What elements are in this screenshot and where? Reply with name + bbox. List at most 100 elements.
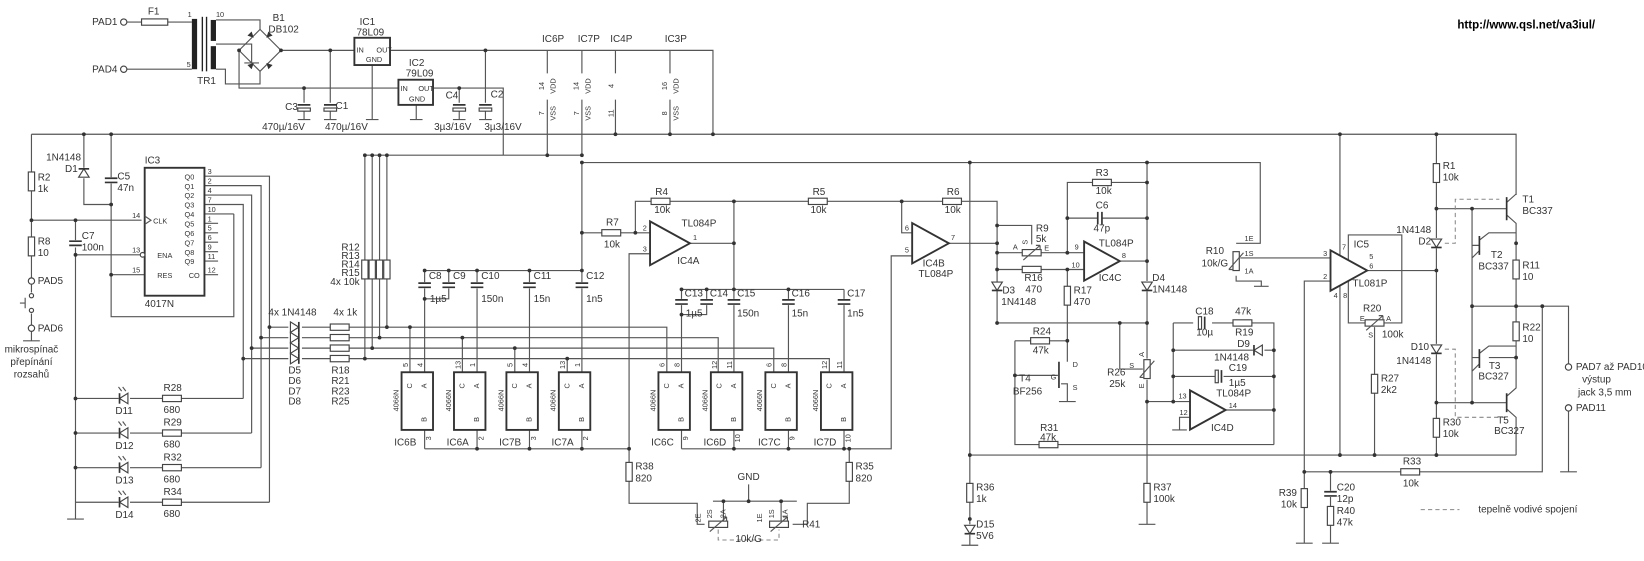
- label-parts-ic2-pins-0: IN: [401, 84, 408, 93]
- junction-dot: [580, 268, 584, 273]
- label-pads-pad7: PAD7 až PAD10: [1576, 362, 1644, 373]
- potentiometer-r10-wiper-icon: [1228, 252, 1244, 271]
- label-parts-ic4d-pins-2: 14: [1229, 401, 1237, 410]
- label-parts-d10-ref: D10: [1411, 342, 1430, 353]
- label-parts-r33-ref: R33: [1403, 457, 1422, 468]
- label-parts-ic3-output_pins-6: 5: [208, 224, 212, 233]
- pad-pad11-terminal[interactable]: [1564, 404, 1573, 412]
- label-parts-r17-value: 470: [1074, 297, 1091, 308]
- label-parts-r31-ref: R31: [1040, 423, 1059, 434]
- potentiometer-r41a-wiper-icon: [709, 516, 728, 533]
- label-parts-d4-ref: D4: [1152, 273, 1165, 284]
- resistor-r4: [650, 197, 671, 206]
- junction-dot: [995, 267, 999, 272]
- label-parts-r20-ref: R20: [1363, 303, 1382, 314]
- label-parts-sw4066_letters-2: B: [784, 417, 793, 422]
- label-parts-leds-0-ref: D11: [115, 406, 133, 417]
- label-parts-b1-ref: B1: [273, 13, 286, 24]
- label-parts-r35-value: 820: [856, 473, 873, 484]
- label-parts-d15-value: 5V6: [976, 531, 994, 542]
- capacitor-c5: [104, 177, 118, 184]
- junction-dot: [241, 356, 246, 361]
- analog-switch-ic6b: [400, 371, 434, 431]
- label-parts-leds-0-r_value: 680: [164, 405, 181, 416]
- label-pads-pad1: PAD1: [92, 17, 118, 28]
- junction-dot: [1272, 374, 1276, 379]
- pad-pad4-terminal[interactable]: [119, 65, 128, 73]
- potentiometer-r9-wiper-icon: [1022, 244, 1041, 261]
- switch-contact[interactable]: [28, 293, 35, 299]
- fuse-f1: [140, 18, 169, 26]
- label-supply-ic7p-vss: 7: [572, 111, 581, 115]
- junction-dot: [1514, 241, 1518, 246]
- junction-dot: [362, 356, 367, 361]
- junction-dot: [545, 153, 550, 158]
- resistor-r5: [807, 197, 828, 206]
- label-parts-r4-ref: R4: [655, 187, 668, 198]
- junction-dot: [1145, 399, 1149, 404]
- label-parts-res_4x-refs-3: R25: [331, 397, 350, 408]
- label-supply-vss_label: VSS: [549, 106, 558, 121]
- pad-pad1-terminal[interactable]: [119, 18, 128, 26]
- resistor-r7: [601, 229, 622, 237]
- label-parts-sw4066_value: 4066N: [391, 390, 400, 412]
- label-parts-c8-ref: C8: [429, 271, 442, 282]
- label-parts-sw4066_letters-0: C: [769, 383, 778, 389]
- label-parts-r10-pins-0: 1E: [1245, 234, 1254, 243]
- label-url[interactable]: http://www.qsl.net/va3iul/: [1457, 19, 1596, 31]
- pad-pad5-terminal[interactable]: [27, 277, 36, 285]
- junction-dot: [73, 252, 78, 257]
- junction-dot: [73, 218, 78, 223]
- junction-dot: [73, 465, 78, 470]
- label-parts-r37-ref: R37: [1153, 483, 1172, 494]
- label-parts-t1-ref: T1: [1522, 194, 1534, 205]
- diode-d1: [77, 167, 91, 178]
- label-parts-c19-ref: C19: [1229, 363, 1248, 374]
- label-parts-r5-value: 10k: [810, 205, 826, 216]
- label-parts-ic5-pins-0: 3: [1323, 249, 1327, 258]
- label-parts-ic3-outputs-6: Q6: [185, 229, 195, 238]
- analog-switch-ic7b: [505, 371, 539, 431]
- label-parts-c18-value: 10µ: [1196, 328, 1213, 339]
- label-parts-r9-pins-1: E: [1044, 244, 1049, 253]
- resistor-r21: [329, 333, 350, 342]
- diode-d2: [1430, 238, 1443, 249]
- junction-dot: [1145, 321, 1149, 325]
- label-parts-diodes_4x-refs-2: D7: [288, 386, 301, 397]
- switch-contact[interactable]: [28, 307, 35, 314]
- junction-dot: [460, 335, 465, 340]
- label-parts-r9-value: 5k: [1036, 234, 1047, 245]
- label-parts-r19-value: 47k: [1235, 307, 1251, 318]
- label-parts-t4-pins-2: S: [1073, 383, 1078, 392]
- label-parts-ic3-output_pins-7: 6: [208, 233, 212, 242]
- label-parts-ic3-output_pins-1: 2: [208, 177, 212, 186]
- label-notes-switch-1: přepínání: [10, 357, 52, 368]
- junction-dot: [422, 268, 427, 273]
- label-parts-r36-value: 1k: [976, 494, 987, 505]
- pad-pad7-terminal[interactable]: [1564, 363, 1573, 371]
- label-parts-t2-ref: T2: [1491, 250, 1503, 261]
- label-parts-d2-ref: D2: [1418, 236, 1431, 247]
- label-parts-ic4c-value: TL084P: [1099, 238, 1134, 249]
- label-parts-ic3-output_pins-5: 1: [208, 214, 212, 223]
- label-notes-thermal_legend: tepelně vodivé spojení: [1478, 505, 1577, 516]
- label-parts-ic4d-pins-1: 12: [1180, 408, 1188, 417]
- junction-dot: [1272, 348, 1276, 353]
- label-parts-c1-ref: C1: [336, 101, 349, 112]
- junction-dot: [1470, 400, 1474, 405]
- label-parts-r1-value: 10k: [1443, 172, 1459, 183]
- label-parts-sw4066_value: 4066N: [701, 390, 710, 412]
- label-parts-t5-ref: T5: [1497, 416, 1509, 427]
- resistor-r31: [1038, 440, 1059, 449]
- junction-dot: [1117, 321, 1122, 325]
- label-parts-sw4066-2-b: 3: [529, 436, 538, 440]
- pad-pad6-terminal[interactable]: [27, 324, 36, 332]
- label-parts-sw4066_letters-2: B: [472, 417, 481, 422]
- label-parts-sw4066-1-ref: IC6A: [447, 438, 469, 449]
- thermal-link-d2-t1: [1444, 198, 1500, 244]
- label-parts-res_4x-refs-1: R21: [331, 376, 350, 387]
- resistor-r2: [27, 171, 36, 192]
- junction-dot: [1171, 374, 1176, 379]
- label-parts-r31-value: 47k: [1040, 432, 1056, 443]
- resistor-r38: [625, 461, 633, 482]
